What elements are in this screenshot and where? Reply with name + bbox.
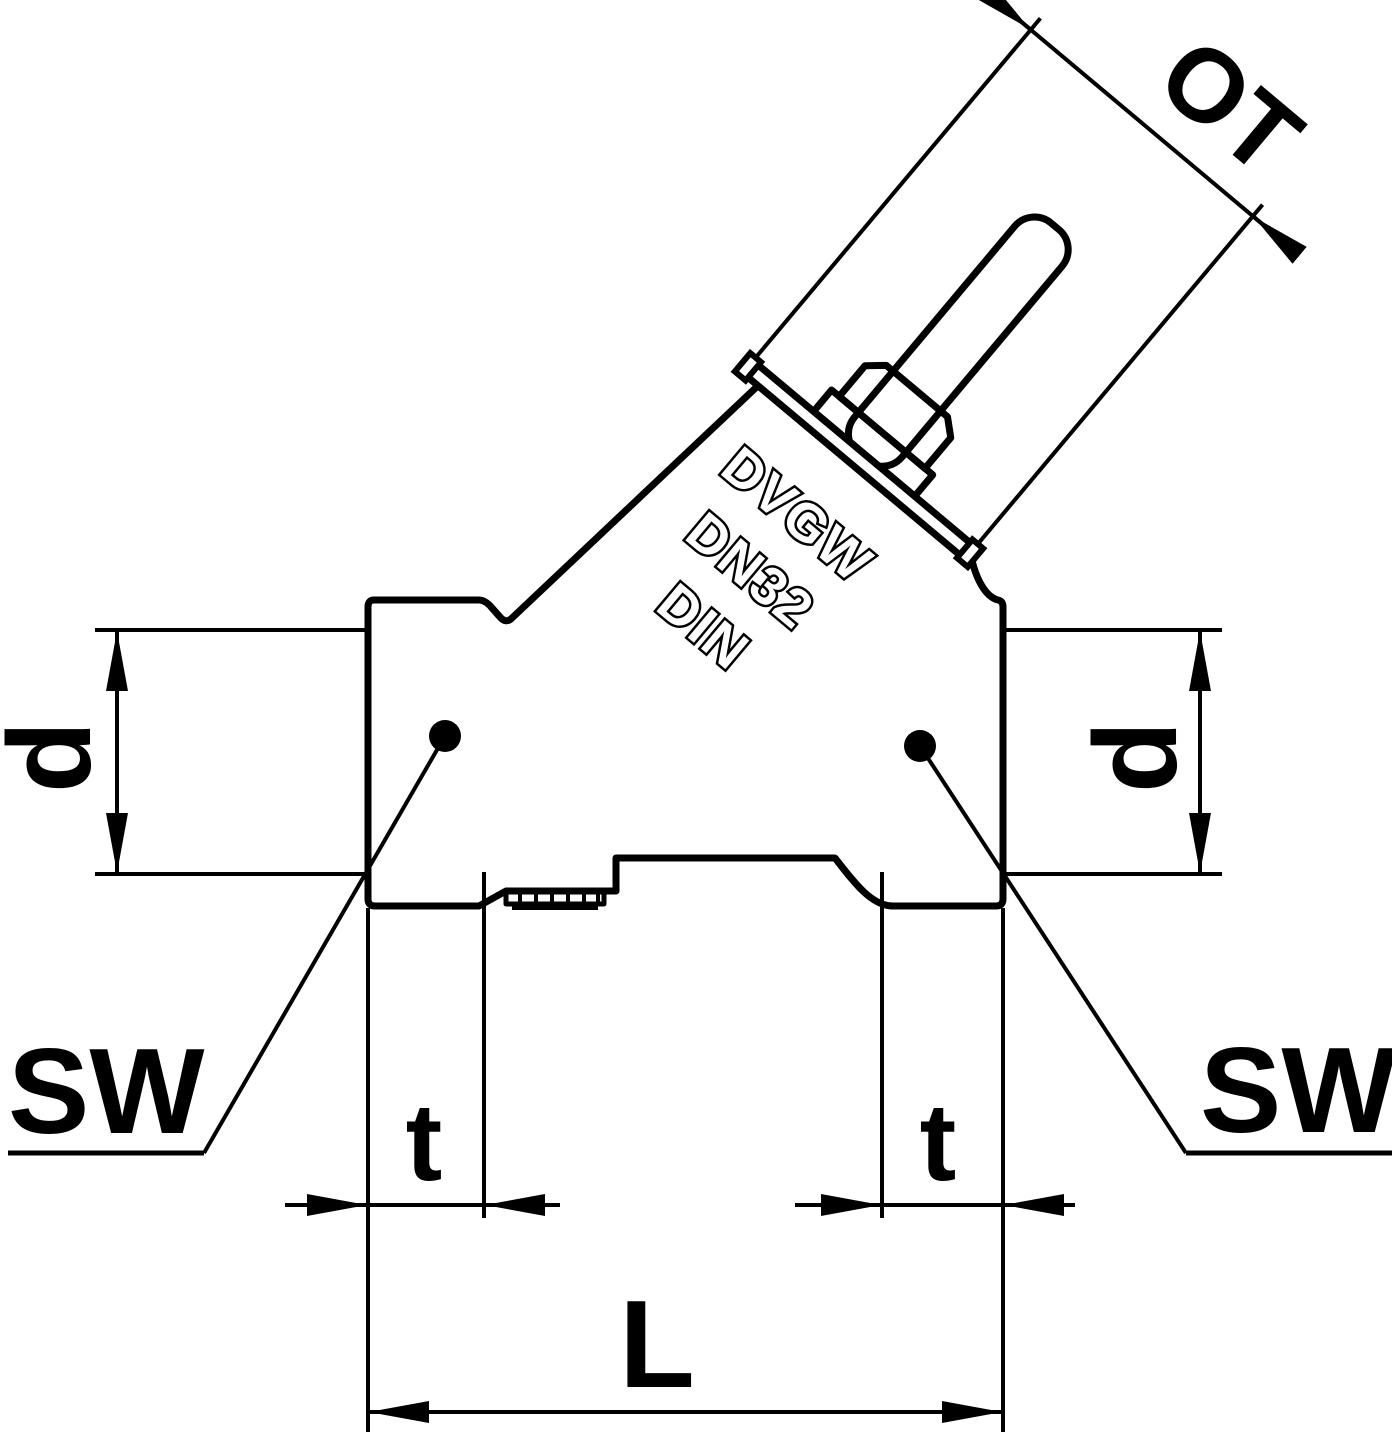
- ot-arrow: [1253, 215, 1307, 264]
- valve-body-outline: [364, 376, 1007, 910]
- t-label-left: t: [406, 1081, 443, 1204]
- d-label-left: d: [0, 721, 116, 793]
- ot-extension-line: [752, 16, 1042, 361]
- l-label: L: [619, 1276, 695, 1414]
- d-label-right: d: [1070, 721, 1202, 793]
- drain-plug: [503, 891, 607, 910]
- drain-plug-outline: [503, 891, 607, 907]
- dimension-t-left: t: [285, 872, 560, 1218]
- ot-arrow: [976, 0, 1031, 30]
- dimension-d-left: d: [0, 628, 368, 876]
- sw-label-right: SW: [1200, 1022, 1392, 1158]
- t-label-right: t: [920, 1081, 957, 1204]
- sw-leader-line-left: [202, 734, 447, 1155]
- spindle: [844, 213, 1072, 470]
- sw-callout-left: SW: [8, 720, 461, 1159]
- ot-dimension-line: [992, 0, 1291, 249]
- dimension-length: L: [366, 908, 1005, 1432]
- sw-callout-right: SW: [904, 730, 1392, 1158]
- sw-leader-line-right: [918, 744, 1188, 1155]
- ot-extension-line: [974, 203, 1265, 547]
- sw-label-left: SW: [8, 1023, 205, 1159]
- ot-label: OT: [1137, 16, 1322, 198]
- dimension-d-right: d: [1003, 628, 1222, 876]
- dimension-t-right: t: [795, 872, 1075, 1218]
